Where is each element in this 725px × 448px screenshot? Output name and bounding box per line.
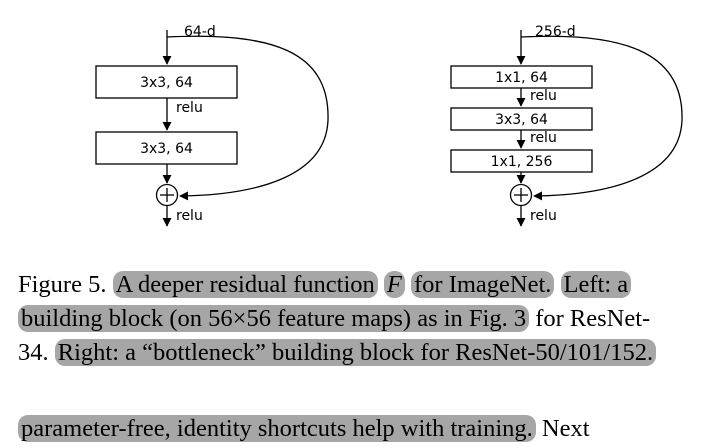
caption-line-2: building block (on 56×56 feature maps) a…: [18, 302, 650, 336]
body-text: parameter-free, identity shortcuts help …: [18, 412, 718, 448]
right-input-dim-label: 256-d: [535, 24, 576, 40]
right-relu-out: relu: [530, 208, 557, 224]
caption-line-1: Figure 5. A deeper residual function F f…: [18, 268, 632, 302]
caption-plain-1: for ResNet-: [535, 305, 651, 332]
body-plain: Next: [541, 415, 590, 442]
caption-highlight-4: building block (on 56×56 feature maps) a…: [18, 305, 530, 332]
left-layer1-label: 3x3, 64: [140, 75, 193, 91]
right-relu-2: relu: [530, 130, 557, 146]
right-bottleneck-block: 256-d 1x1, 64 relu 3x3, 64 relu 1x1, 256…: [450, 24, 683, 227]
caption-highlight-3: Left: a: [560, 271, 632, 298]
left-identity-shortcut: [166, 35, 329, 201]
right-relu-1: relu: [530, 88, 557, 104]
left-layer2-box: [95, 131, 238, 165]
caption-highlight-1: A deeper residual function: [112, 271, 378, 298]
right-identity-shortcut: [520, 35, 683, 201]
body-text-line: parameter-free, identity shortcuts help …: [18, 412, 590, 446]
right-layer3-label: 1x1, 256: [491, 154, 553, 170]
right-layer1-label: 1x1, 64: [495, 70, 548, 86]
residual-function-symbol: F: [383, 271, 405, 298]
left-relu-1: relu: [176, 100, 203, 116]
left-building-block: 64-d 3x3, 64 relu 3x3, 64 relu: [95, 24, 329, 227]
figure-caption: Figure 5. A deeper residual function F f…: [18, 266, 718, 376]
caption-highlight-2: for ImageNet.: [411, 271, 555, 298]
caption-highlight-5: Right: a “bottleneck” building block for…: [54, 339, 657, 366]
caption-plain-2: 34.: [18, 339, 49, 366]
left-relu-out: relu: [176, 208, 203, 224]
caption-figure-label: Figure 5.: [18, 271, 107, 298]
residual-block-diagram: 64-d 3x3, 64 relu 3x3, 64 relu 256-d 1x1…: [95, 24, 683, 227]
caption-line-3: 34. Right: a “bottleneck” building block…: [18, 336, 657, 370]
left-layer2-label: 3x3, 64: [140, 141, 193, 157]
left-input-dim-label: 64-d: [184, 24, 216, 40]
right-layer2-label: 3x3, 64: [495, 112, 548, 128]
body-highlight: parameter-free, identity shortcuts help …: [18, 415, 536, 442]
